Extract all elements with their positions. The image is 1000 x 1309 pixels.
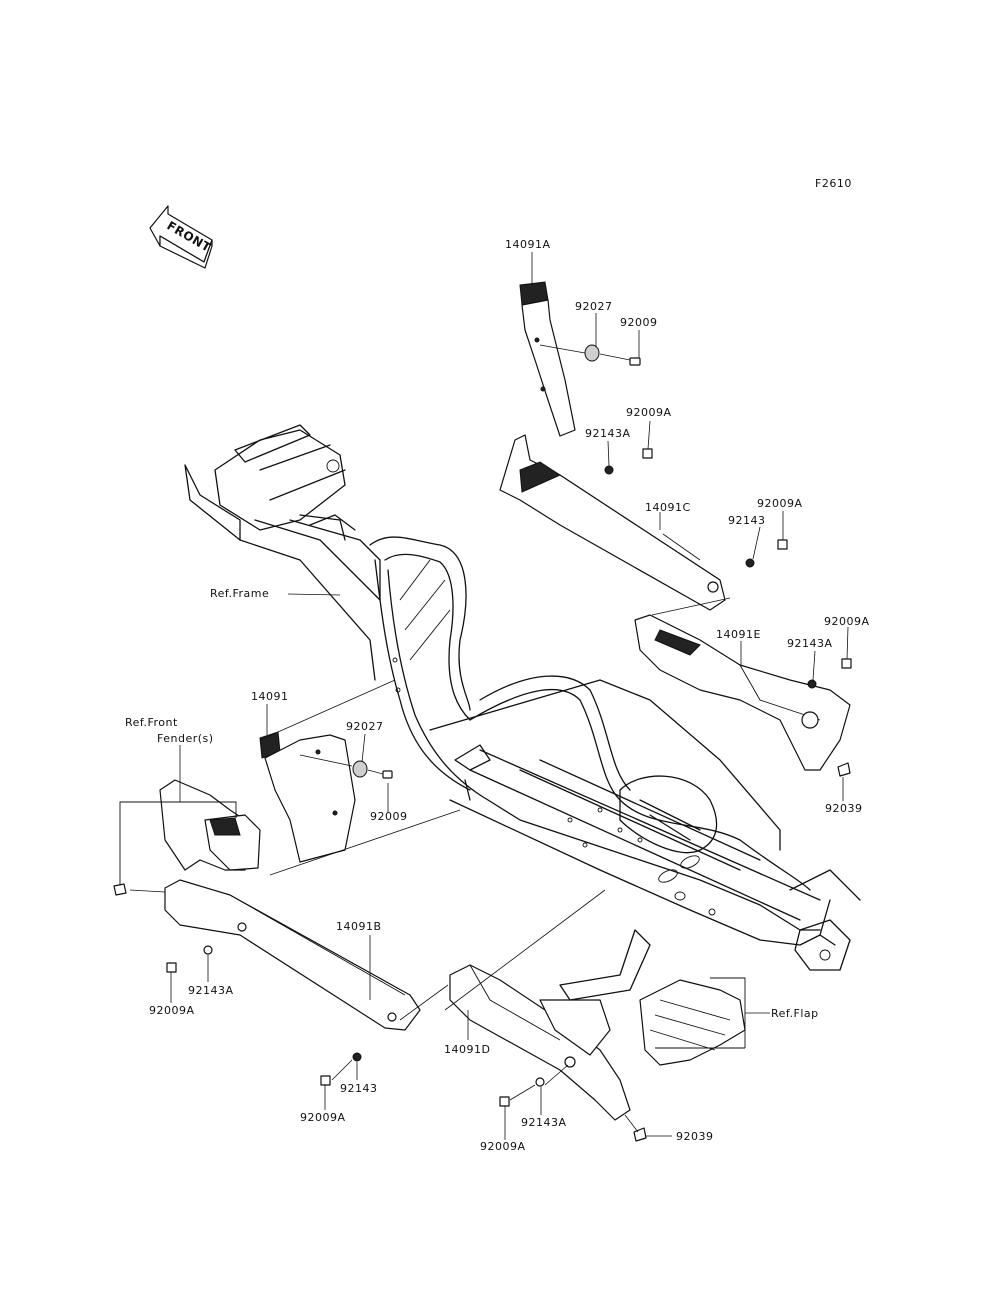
flap-bracket [710, 977, 746, 1015]
part-92009A-3 [841, 658, 852, 669]
figure-code: F2610 [815, 177, 852, 190]
callout-labels: 14091A 92027 92009 92009A 92143A 14091C … [125, 238, 870, 1153]
part-14091D [449, 964, 631, 1121]
label-92027-mid: 92027 [346, 720, 384, 733]
label-92009-top: 92009 [620, 316, 658, 329]
part-92009-top [629, 357, 641, 366]
part-92039-right [837, 762, 851, 777]
part-92143A-2 [807, 679, 817, 689]
part-14091B [164, 879, 421, 1031]
label-92009A-2: 92009A [757, 497, 803, 510]
part-14091 [259, 731, 356, 863]
part-92009A-1 [642, 448, 653, 459]
label-14091D: 14091D [444, 1043, 490, 1056]
part-92009A-4 [166, 962, 177, 973]
label-92009A-4: 92009A [149, 1004, 195, 1017]
label-ref-frame: Ref.Frame [210, 587, 269, 600]
front-fender-reference [159, 779, 261, 871]
label-14091B: 14091B [336, 920, 382, 933]
label-92039-right: 92039 [825, 802, 863, 815]
part-14091E [634, 614, 851, 771]
label-92143-1: 92143 [728, 514, 766, 527]
front-arrow-icon: FRONT [149, 205, 214, 269]
part-92009A-6 [499, 1096, 510, 1107]
label-92027-top: 92027 [575, 300, 613, 313]
label-92009A-5: 92009A [300, 1111, 346, 1124]
part-92027-mid [352, 760, 368, 778]
label-92009A-6: 92009A [480, 1140, 526, 1153]
label-92039-bottom: 92039 [676, 1130, 714, 1143]
label-92143A-2: 92143A [787, 637, 833, 650]
label-92009A-3: 92009A [824, 615, 870, 628]
label-92009A-1: 92009A [626, 406, 672, 419]
label-92143-2: 92143 [340, 1082, 378, 1095]
flap-reference [559, 929, 746, 1066]
part-92143A-4 [535, 1077, 545, 1087]
label-14091E: 14091E [716, 628, 761, 641]
label-ref-flap: Ref.Flap [771, 1007, 819, 1020]
label-92143A-4: 92143A [521, 1116, 567, 1129]
label-92143A-1: 92143A [585, 427, 631, 440]
fender-bracket [119, 801, 237, 885]
label-92009-mid: 92009 [370, 810, 408, 823]
label-92143A-3: 92143A [188, 984, 234, 997]
leader-lines [129, 252, 849, 1140]
part-92039-bottom [633, 1127, 647, 1142]
label-14091: 14091 [251, 690, 289, 703]
part-92009A-5 [320, 1075, 331, 1086]
label-14091C: 14091C [645, 501, 691, 514]
part-14091C [499, 434, 726, 611]
part-fastener-left [113, 883, 127, 896]
part-92009A-2 [777, 539, 788, 550]
part-14091A [519, 281, 576, 437]
main-frame [184, 424, 861, 971]
label-ref-front-fender-2: Fender(s) [157, 732, 214, 745]
part-92143A-3 [203, 945, 213, 955]
part-92027-top [584, 344, 600, 362]
part-92009-mid [382, 770, 393, 779]
part-92143-1 [745, 558, 755, 568]
part-92143-2 [352, 1052, 362, 1062]
label-ref-front-fender-1: Ref.Front [125, 716, 178, 729]
part-92143A-1 [604, 465, 614, 475]
label-14091A: 14091A [505, 238, 551, 251]
